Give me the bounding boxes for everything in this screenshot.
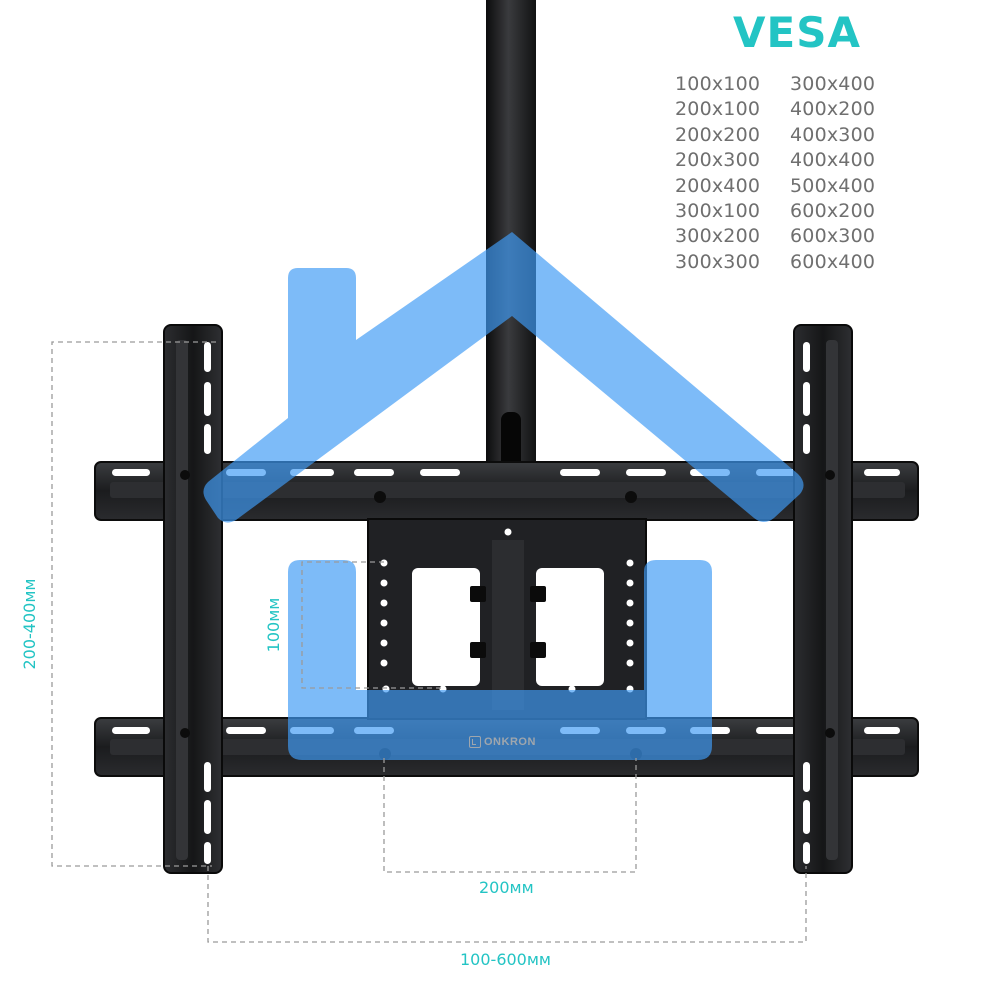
vesa-size-item: 400x300 [790,123,876,146]
vesa-size-item: 300x300 [675,250,761,273]
vertical-range-label: 200-400мм [20,578,39,670]
house-icon [203,232,804,760]
inner-vertical-label: 100мм [264,597,283,653]
brand-name: ONKRON [484,736,536,748]
vesa-size-item: 200x300 [675,149,761,172]
vesa-size-item: 600x200 [790,200,876,223]
vesa-size-item: 600x300 [790,225,876,248]
vesa-title: VESA [733,8,861,57]
horizontal-range-label: 100-600мм [460,950,551,969]
vesa-size-item: 300x200 [675,225,761,248]
vesa-size-item: 400x200 [790,98,876,121]
inner-horizontal-label: 200мм [479,878,534,897]
vesa-size-item: 200x100 [675,98,761,121]
brand-logo: ONKRON [469,736,536,748]
pole-cable-slot [501,412,521,470]
left-vertical-rail [163,324,223,874]
dimension-guides [51,341,807,943]
vesa-size-item: 200x400 [675,174,761,197]
vesa-size-item: 100x100 [675,73,761,95]
onkron-logo-icon [469,736,481,748]
vesa-size-item: 400x400 [790,149,876,172]
center-mounting-plate [367,518,647,720]
vesa-size-item: 600x400 [790,250,876,273]
vesa-size-item: 500x400 [790,174,876,197]
vesa-size-item: 200x200 [675,123,761,146]
right-vertical-rail [793,324,853,874]
vesa-size-item: 300x400 [790,73,876,95]
vesa-size-item: 300x100 [675,200,761,223]
